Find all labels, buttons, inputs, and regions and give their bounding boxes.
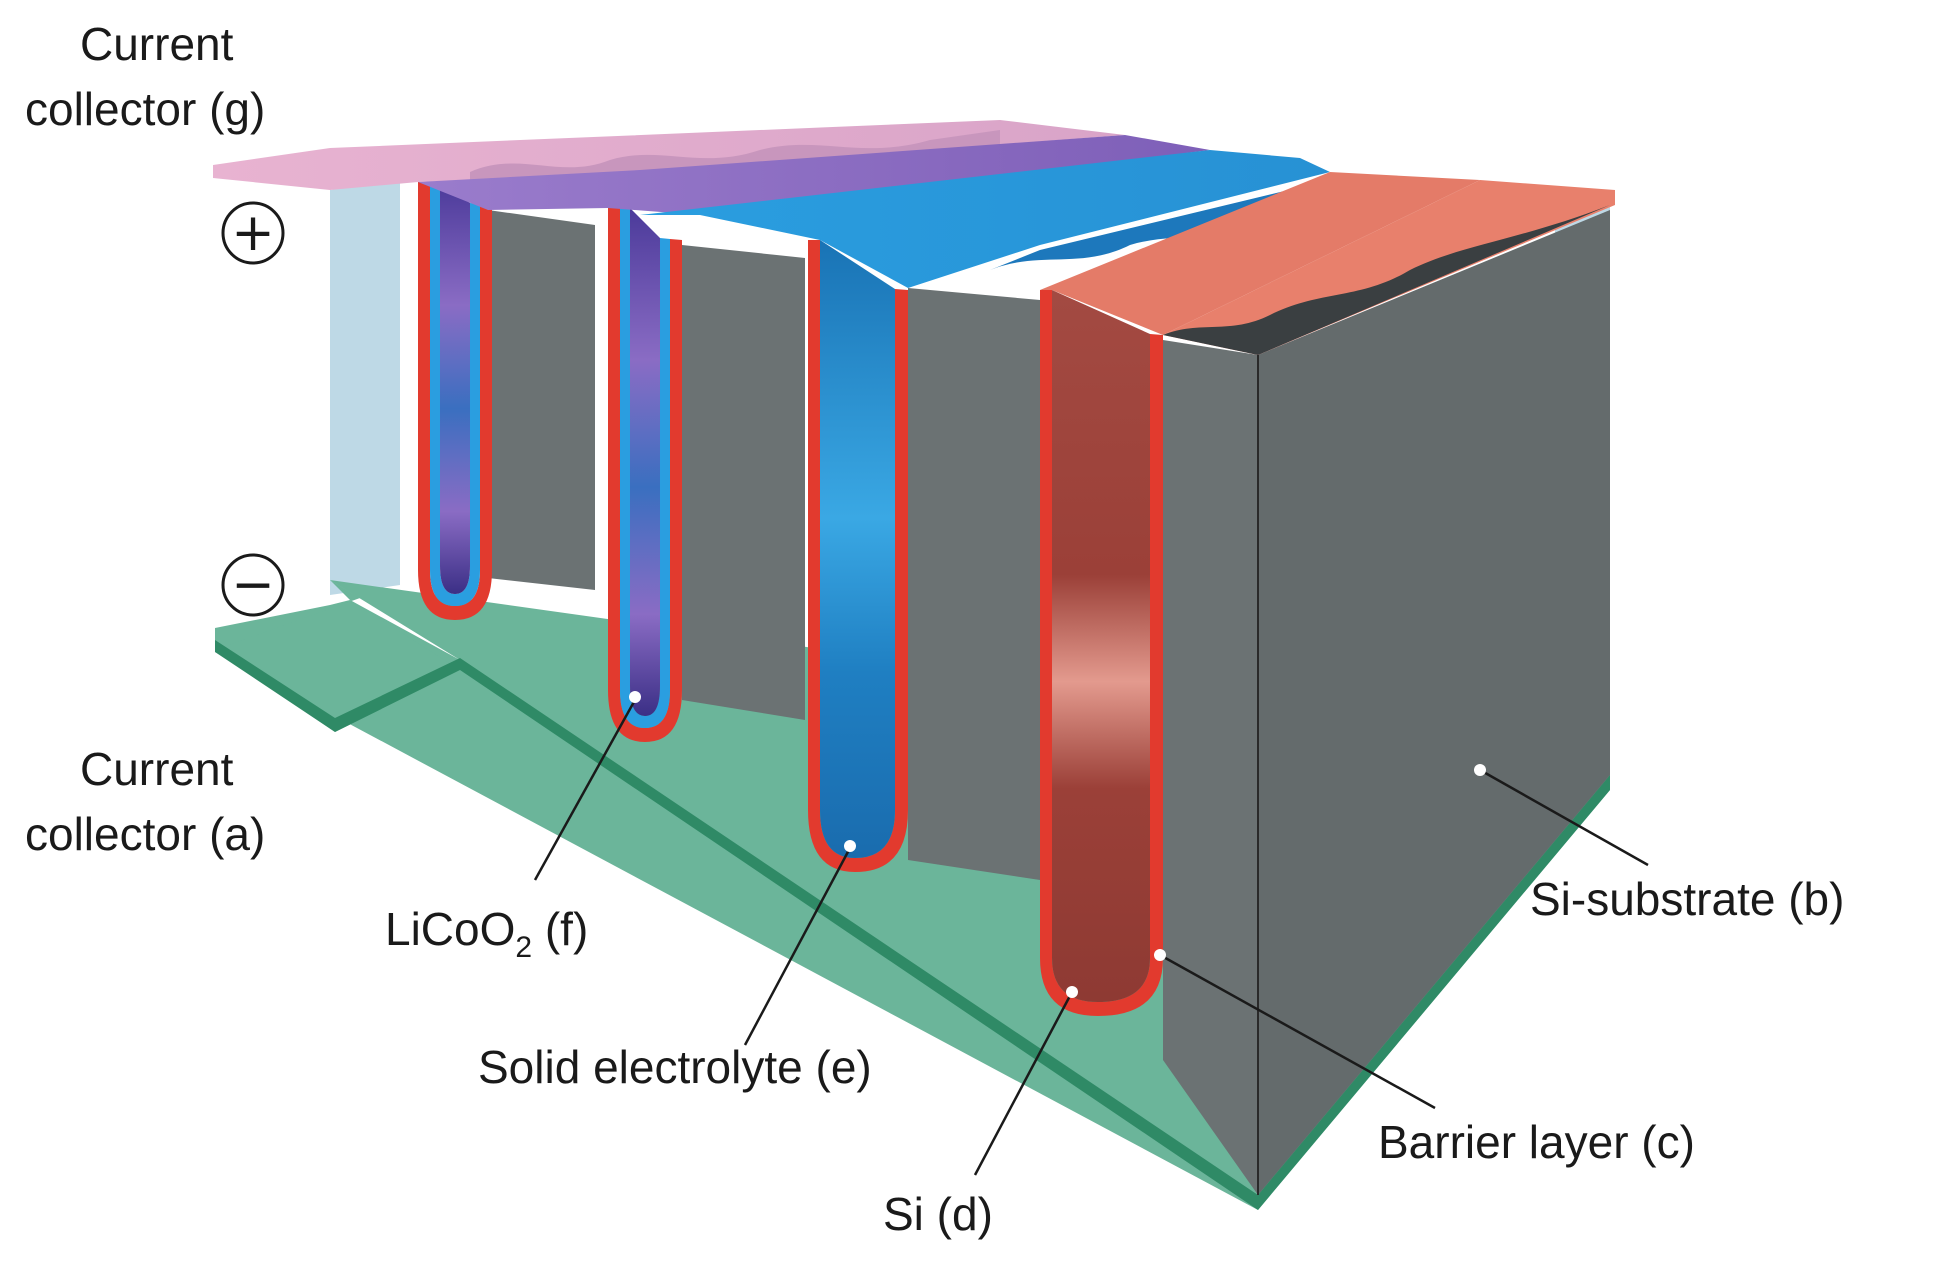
label-current-collector-a-line1: Current [80,743,234,795]
trench-3-barrier [808,240,908,872]
label-licoo2-main: LiCoO [385,903,515,955]
label-si-substrate: Si-substrate (b) [1530,873,1844,925]
label-solid-electrolyte: Solid electrolyte (e) [478,1041,872,1093]
trench-4-si [1052,290,1150,1002]
trench-2-licoo2 [630,208,660,716]
dot-substrate [1474,764,1486,776]
electrolyte-top [640,150,1330,288]
leader-barrier [1159,953,1436,1110]
leader-substrate [1479,768,1649,867]
electrolyte-top-wave [990,180,1330,270]
si-top [1040,172,1480,335]
label-licoo2-tail: (f) [532,903,588,955]
label-licoo2: LiCoO2 (f) [385,903,588,964]
trench-3-electrolyte [820,240,895,858]
dot-si [1066,986,1078,998]
licoo2-top [418,135,1210,215]
back-wall-left [330,180,400,595]
negative-terminal [221,553,285,617]
label-barrier-layer: Barrier layer (c) [1378,1116,1695,1168]
label-licoo2-subscript: 2 [515,931,532,964]
silicon-pillar-4-side [1258,210,1610,1195]
label-si: Si (d) [883,1188,993,1240]
silicon-pillar-4 [1163,340,1258,1195]
label-current-collector-a-line2: collector (a) [25,808,265,860]
positive-sign: + [231,203,275,263]
trench-1-barrier [418,182,492,620]
dot-barrier [1154,949,1166,961]
label-current-collector-g-line2: collector (g) [25,83,265,135]
dot-licoo2 [629,691,641,703]
negative-sign: − [231,555,275,615]
collector-g-pink [213,120,1125,190]
barrier-top [1163,180,1615,355]
leader-electrolyte [743,847,852,1046]
dot-electrolyte [844,840,856,852]
leader-licoo2 [533,699,637,881]
barrier-top-wave [1163,205,1610,355]
trench-2-barrier [608,208,682,742]
substrate-edge-right [1258,775,1610,1210]
silicon-pillar-2 [682,245,805,720]
label-current-collector-g-line1: Current [80,18,234,70]
trench-4-barrier [1040,290,1163,1016]
leader-si [973,991,1074,1176]
trench-1-licoo2 [440,182,470,594]
silicon-pillar-3 [908,288,1040,880]
collector-g-wave [470,130,1000,185]
positive-terminal [221,201,285,265]
silicon-pillar-1 [488,210,595,590]
